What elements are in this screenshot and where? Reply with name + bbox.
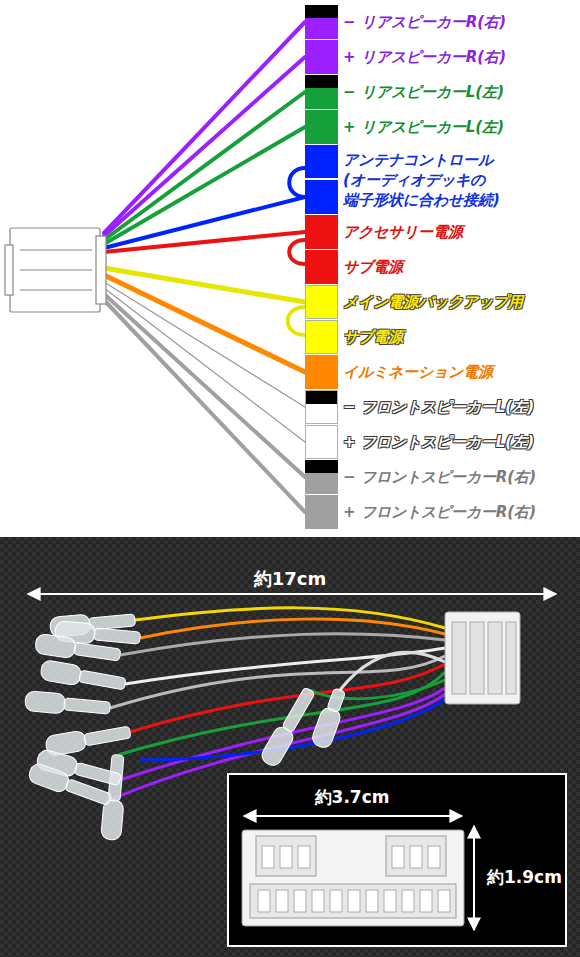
legend-text: + リアスピーカーL(左) xyxy=(343,117,504,137)
legend-item: サブ電源 xyxy=(305,320,580,354)
color-swatch xyxy=(305,250,338,284)
legend-text: + フロントスピーカーL(左) xyxy=(343,432,534,452)
dimension-arrow xyxy=(244,815,462,817)
legend-text: アンテナコントロール (オーディオデッキの 端子形状に合わせ接続) xyxy=(343,150,575,210)
legend-item: − フロントスピーカーL(左) xyxy=(305,390,580,424)
legend-text: + フロントスピーカーR(右) xyxy=(343,502,536,522)
dimension-arrow xyxy=(28,593,556,595)
legend-item: − リアスピーカーR(右) xyxy=(305,5,580,39)
dimension-label: 約3.7cm xyxy=(312,786,393,809)
color-swatch xyxy=(305,110,338,144)
color-swatch xyxy=(305,355,338,389)
color-swatch xyxy=(305,145,338,214)
color-swatch xyxy=(305,285,338,319)
color-swatch xyxy=(305,5,338,39)
minus-stripe xyxy=(305,460,338,473)
color-swatch xyxy=(305,75,338,109)
legend-text: サブ電源 xyxy=(343,257,403,277)
dimension-label: 約17cm xyxy=(251,567,329,591)
legend-item: アンテナコントロール (オーディオデッキの 端子形状に合わせ接続) xyxy=(305,145,580,214)
color-swatch xyxy=(305,390,338,424)
legend-text: サブ電源 xyxy=(343,327,403,347)
dimension-arrow xyxy=(473,826,475,930)
connector-face xyxy=(242,830,464,926)
color-swatch xyxy=(305,215,338,249)
color-swatch xyxy=(305,40,338,74)
photo-ground xyxy=(0,537,580,957)
legend-text: アクセサリー電源 xyxy=(343,222,463,242)
legend-text: イルミネーション電源 xyxy=(343,362,493,382)
legend-text: − フロントスピーカーR(右) xyxy=(343,467,536,487)
legend-text: − フロントスピーカーL(左) xyxy=(343,397,534,417)
legend-item: + リアスピーカーR(右) xyxy=(305,40,580,74)
legend-text: − リアスピーカーR(右) xyxy=(343,12,506,32)
dimension-label: 約1.9cm xyxy=(484,866,565,889)
harness-wires xyxy=(110,608,445,800)
swatch-gap xyxy=(305,178,338,180)
color-swatch xyxy=(305,425,338,459)
legend-text: − リアスピーカーL(左) xyxy=(343,82,504,102)
harness-connector xyxy=(445,612,520,704)
legend-item: − リアスピーカーL(左) xyxy=(305,75,580,109)
legend-item: イルミネーション電源 xyxy=(305,355,580,389)
minus-stripe xyxy=(306,391,337,404)
connector xyxy=(5,228,106,312)
minus-stripe xyxy=(305,75,338,88)
legend-item: − フロントスピーカーR(右) xyxy=(305,460,580,494)
inset-panel xyxy=(228,774,566,946)
color-swatch xyxy=(305,495,338,529)
color-swatch xyxy=(305,320,338,354)
legend-item: アクセサリー電源 xyxy=(305,215,580,249)
legend-item: + フロントスピーカーL(左) xyxy=(305,425,580,459)
legend-item: メイン電源バックアップ用 xyxy=(305,285,580,319)
legend-item: サブ電源 xyxy=(305,250,580,284)
legend-item: + リアスピーカーL(左) xyxy=(305,110,580,144)
legend-item: + フロントスピーカーR(右) xyxy=(305,495,580,529)
color-swatch xyxy=(305,460,338,494)
minus-stripe xyxy=(305,5,338,18)
legend-text: + リアスピーカーR(右) xyxy=(343,47,506,67)
legend-text: メイン電源バックアップ用 xyxy=(343,292,523,312)
wires xyxy=(104,22,305,512)
